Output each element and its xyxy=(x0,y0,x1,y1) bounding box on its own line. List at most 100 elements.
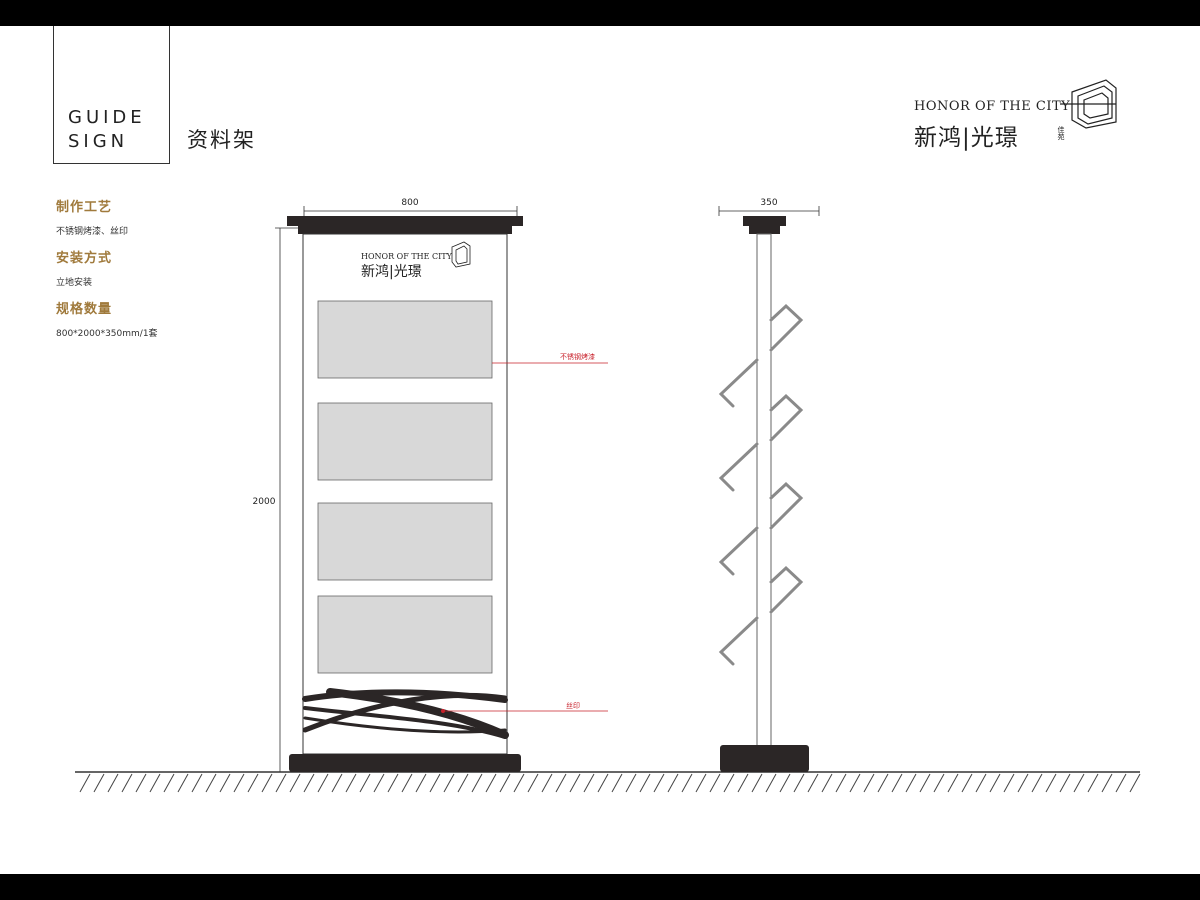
ground-hatch-mark xyxy=(1115,773,1127,793)
panel-brand-english: HONOR OF THE CITY xyxy=(361,252,453,261)
ground-hatch-mark xyxy=(205,773,217,793)
ground-hatch-mark xyxy=(541,773,553,793)
ground-hatch-mark xyxy=(177,773,189,793)
front-view: 800 2000 HONOR OF THE CITY 新鸿|光璟 xyxy=(253,198,608,772)
ground-hatch-mark xyxy=(1003,773,1015,793)
ground-hatch-mark xyxy=(639,773,651,793)
ground-hatch-mark xyxy=(331,773,343,793)
ground-hatch-mark xyxy=(107,773,119,793)
ground-hatch-mark xyxy=(289,773,301,793)
ground-hatch-mark xyxy=(499,773,511,793)
side-base xyxy=(720,745,809,772)
ground-hatch-mark xyxy=(583,773,595,793)
panel-brand-chinese: 新鸿|光璟 xyxy=(361,263,422,280)
side-top-cap-lower xyxy=(749,226,780,234)
ground-hatch-mark xyxy=(779,773,791,793)
ground-hatch-mark xyxy=(261,773,273,793)
ground-hatch-mark xyxy=(863,773,875,793)
ground-hatch-mark xyxy=(471,773,483,793)
ground-hatch-mark xyxy=(905,773,917,793)
ground-hatch-mark xyxy=(457,773,469,793)
callout-print xyxy=(441,709,608,713)
height-dimension xyxy=(275,227,300,772)
ground-hatch-mark xyxy=(443,773,455,793)
spec-text-install: 立地安装 xyxy=(56,278,93,288)
ground-hatch-mark xyxy=(401,773,413,793)
ground-hatch-mark xyxy=(1059,773,1071,793)
brochure-panel-4 xyxy=(317,595,493,674)
ground-hatch-mark xyxy=(1073,773,1085,793)
title-line-sign: SIGN xyxy=(68,131,129,152)
bottom-black-bar xyxy=(0,874,1200,900)
ground-hatch-mark xyxy=(821,773,833,793)
ground-hatch-mark xyxy=(849,773,861,793)
shelf-bracket xyxy=(718,358,759,408)
brand-name-english: HONOR OF THE CITY xyxy=(914,99,1071,114)
shelf-bracket xyxy=(769,393,804,442)
ground-hatch-mark xyxy=(93,773,105,793)
ground-hatch-mark xyxy=(919,773,931,793)
ground-hatch-mark xyxy=(317,773,329,793)
ground-hatch-mark xyxy=(191,773,203,793)
ground-hatch-mark xyxy=(625,773,637,793)
side-view: 350 xyxy=(718,198,820,772)
ground-hatch-mark xyxy=(555,773,567,793)
ground-hatch-mark xyxy=(681,773,693,793)
title-frame xyxy=(53,26,170,164)
title-english: GUIDE SIGN xyxy=(68,106,146,154)
shelf-bracket xyxy=(718,616,759,666)
panel-logo-mark xyxy=(451,241,471,268)
depth-dimension xyxy=(718,206,820,216)
ground-hatch-mark xyxy=(947,773,959,793)
ground-hatch-mark xyxy=(429,773,441,793)
brochure-panel-2 xyxy=(317,402,493,481)
ground-hatch-mark xyxy=(695,773,707,793)
ground-hatch-mark xyxy=(765,773,777,793)
ground-hatch-mark xyxy=(387,773,399,793)
shelf-bracket xyxy=(718,442,759,492)
spec-heading-size: 规格数量 xyxy=(56,302,113,317)
top-black-bar xyxy=(0,0,1200,26)
side-shelves xyxy=(718,303,804,666)
shelf-bracket xyxy=(769,303,804,352)
width-label: 800 xyxy=(401,198,418,208)
page-title: 资料架 xyxy=(187,128,256,152)
title-line-guide: GUIDE xyxy=(68,107,146,128)
ground-hatch-mark xyxy=(79,773,91,793)
ground-hatch-mark xyxy=(569,773,581,793)
ground-hatch-mark xyxy=(415,773,427,793)
ground-hatch-mark xyxy=(597,773,609,793)
ground-hatch-mark xyxy=(247,773,259,793)
ground-hatch-mark xyxy=(1045,773,1057,793)
ground-hatch-mark xyxy=(653,773,665,793)
ground-hatch-mark xyxy=(877,773,889,793)
spec-text-size: 800*2000*350mm/1套 xyxy=(56,329,158,339)
ground-hatch-mark xyxy=(163,773,175,793)
side-top-cap xyxy=(743,216,786,226)
ground-hatch-mark xyxy=(1017,773,1029,793)
ground-hatch-mark xyxy=(233,773,245,793)
ground-hatch-mark xyxy=(933,773,945,793)
height-label: 2000 xyxy=(253,497,276,507)
ground-line xyxy=(75,771,1141,793)
spec-text-process: 不锈钢烤漆、丝印 xyxy=(56,227,129,237)
ground-hatch-mark xyxy=(961,773,973,793)
ground-hatch-mark xyxy=(1101,773,1113,793)
brand-logo-mark xyxy=(1060,79,1117,129)
ground-hatch-mark xyxy=(737,773,749,793)
ground-hatch-mark xyxy=(891,773,903,793)
brochure-panel-1 xyxy=(317,300,493,379)
spec-heading-install: 安装方式 xyxy=(56,251,113,266)
side-post xyxy=(756,233,772,747)
ground-hatch-mark xyxy=(303,773,315,793)
wave-print-pattern xyxy=(302,688,509,739)
ground-hatch-mark xyxy=(373,773,385,793)
ground-hatch-mark xyxy=(149,773,161,793)
ground-hatch-mark xyxy=(359,773,371,793)
ground-hatch-mark xyxy=(345,773,357,793)
ground-hatch-mark xyxy=(709,773,721,793)
ground-hatch-mark xyxy=(835,773,847,793)
brochure-panel-3 xyxy=(317,502,493,581)
ground-hatch-mark xyxy=(975,773,987,793)
ground-hatch-mark xyxy=(527,773,539,793)
